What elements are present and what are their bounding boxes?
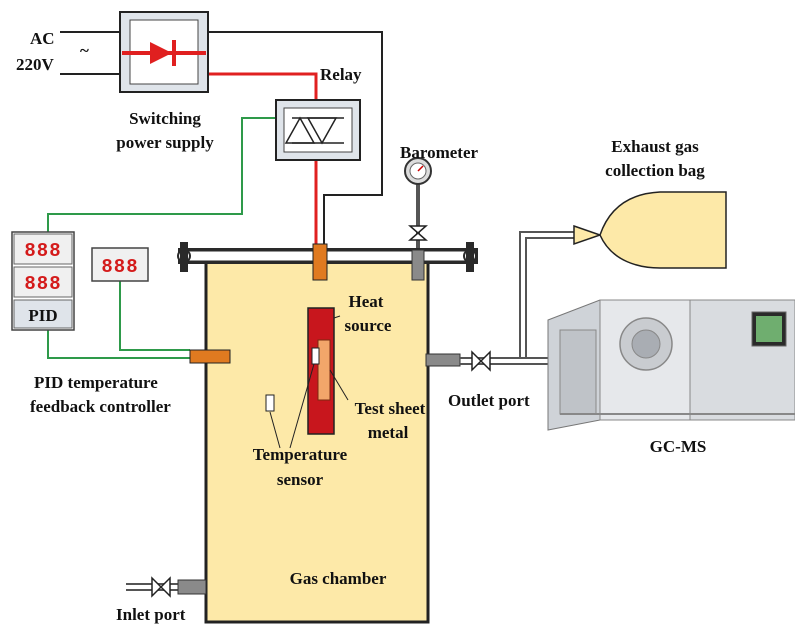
pid-box-label: PID [28,306,57,325]
switching-label-line2: power supply [116,133,214,152]
temperature-sensor-probe-b [311,347,320,365]
barometer-label: Barometer [400,143,478,162]
temperature-display [91,247,149,282]
pid-controller [11,231,75,331]
pid-display-bottom: 888 [24,273,61,295]
outlet-port-label: Outlet port [448,391,530,410]
heat-source-label-line2: source [345,316,392,335]
temp-sensor-leader-a [269,411,281,449]
ac-tilde-symbol: ~ [80,41,89,60]
barometer-valve-icon [408,225,428,241]
test-sheet-metal [317,339,331,401]
pid-controller-label-line1: PID temperature [34,373,158,392]
voltage-label: 220V [16,55,55,74]
temp-sensor-leader-b [289,363,315,449]
switching-power-supply [119,11,209,93]
thyristor-icon [284,116,316,144]
exhaust-label-line1: Exhaust gas [611,137,699,156]
power-feedthrough [312,243,328,281]
switching-label-line1: Switching [129,109,201,128]
exhaust-label-line2: collection bag [605,161,705,180]
heat-source-leader [333,315,341,319]
diode-icon [150,42,172,64]
display-sensor-wire [119,281,190,351]
inlet-line [126,576,207,598]
outlet-line [425,231,576,372]
temperature-sensor-label-line2: sensor [277,470,324,489]
test-sheet-label-line1: Test sheet [355,399,426,418]
chamber-flange [177,242,478,272]
outlet-valve-icon [471,350,491,372]
relay [275,99,361,161]
gc-ms-instrument [547,299,795,431]
power-wire [208,72,318,310]
sensor-feedthrough [189,349,231,364]
sensor-display-digits: 888 [101,256,138,278]
test-sheet-label-line2: metal [368,423,409,442]
relay-control-wire [47,117,276,232]
temperature-sensor-probe-a [265,394,275,412]
inlet-port-label: Inlet port [116,605,186,624]
inlet-valve-icon [151,576,171,598]
heat-source-label-line1: Heat [349,292,384,311]
barometer [404,157,432,281]
relay-label: Relay [320,65,362,84]
pid-display-top: 888 [24,240,61,262]
gas-chamber-label: Gas chamber [290,569,387,588]
test-sheet-leader [329,369,349,401]
exhaust-gas-bag [573,191,727,269]
return-wire [208,31,383,245]
gc-ms-label: GC-MS [650,437,707,456]
ac-label: AC [30,29,55,48]
pid-controller-label-line2: feedback controller [30,397,171,416]
bag-nozzle-icon [573,224,603,246]
pid-sensor-wire [47,330,190,359]
temperature-sensor-label-line1: Temperature [253,445,348,464]
